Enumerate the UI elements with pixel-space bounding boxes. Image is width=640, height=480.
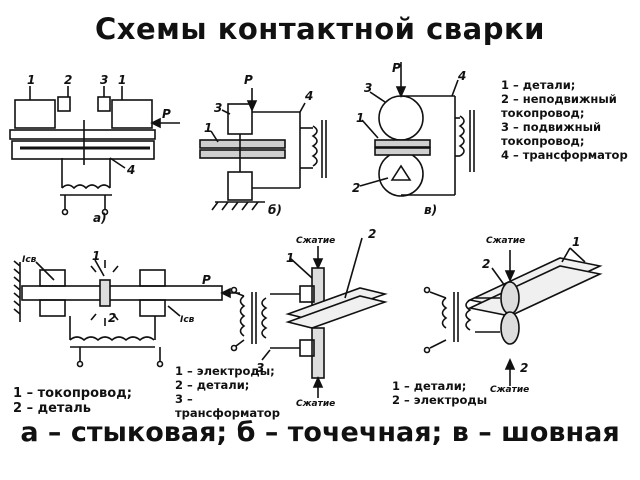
b-num-1: 1 (204, 121, 212, 135)
legend-butt-welding: 1 – токопровод; 2 – деталь (13, 386, 132, 416)
a-num-4: 4 (126, 163, 135, 177)
butt-num-2: 2 (108, 311, 116, 325)
force-label-butt: P (202, 273, 211, 287)
butt-icb-right: Iсв (180, 315, 195, 325)
a-num-3: 3 (100, 73, 108, 87)
seam-num-2b: 2 (520, 361, 528, 375)
force-label-b: P (244, 73, 253, 87)
scheme-b-top (199, 88, 327, 211)
scheme-seam (423, 247, 603, 386)
legend-spot-welding: 1 – электроды; 2 – детали; 3 – трансформ… (175, 364, 280, 420)
a-num-2: 2 (64, 73, 72, 87)
force-label-c: P (392, 61, 401, 75)
spot-compress-top: Сжатие (296, 236, 335, 246)
c-num-1: 1 (356, 111, 364, 125)
scheme-spot (230, 237, 388, 398)
c-num-3: 3 (364, 81, 372, 95)
spot-num-3: 3 (256, 361, 264, 375)
c-num-2: 2 (352, 181, 360, 195)
fig-label-a: а) (93, 211, 107, 225)
a-num-1: 1 (27, 73, 35, 87)
seam-compress-top: Сжатие (486, 236, 525, 246)
a-num-1b: 1 (118, 73, 126, 87)
scheme-c-top (359, 62, 475, 197)
scheme-a-top (9, 86, 180, 216)
spot-num-1: 1 (286, 251, 294, 265)
fig-label-c: в) (424, 203, 437, 217)
spot-compress-bottom: Сжатие (296, 399, 335, 409)
spot-num-2: 2 (368, 227, 376, 241)
scheme-butt (13, 259, 240, 368)
b-num-4: 4 (304, 89, 313, 103)
seam-num-2: 2 (482, 257, 490, 271)
page-title: Схемы контактной сварки (95, 12, 545, 46)
butt-icb-left: Iсв (22, 255, 37, 265)
seam-num-1: 1 (572, 235, 580, 249)
force-label-a: P (162, 107, 171, 121)
b-num-3: 3 (214, 101, 222, 115)
fig-label-b: б) (268, 203, 282, 217)
c-num-4: 4 (457, 69, 466, 83)
seam-compress-bottom: Сжатие (490, 385, 529, 395)
legend-seam-welding: 1 – детали; 2 – электроды (392, 379, 488, 407)
butt-num-1: 1 (92, 249, 100, 263)
scheme-caption: а – стыковая; б – точечная; в – шовная (20, 417, 620, 448)
legend-top-schemes: 1 – детали; 2 – неподвижный токопровод; … (501, 78, 628, 162)
